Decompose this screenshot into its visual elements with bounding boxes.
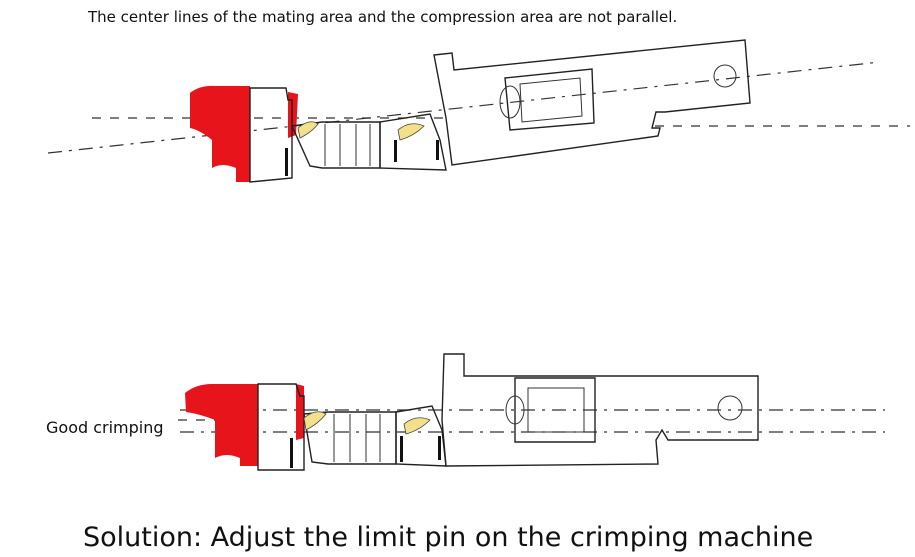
good-mating-body: [441, 353, 759, 467]
bad-strands-1: [297, 121, 319, 139]
bad-marker-2: [394, 140, 397, 162]
bad-mating-hole: [713, 64, 737, 88]
good-insulation-edge: [296, 384, 304, 440]
good-marker-1: [290, 438, 293, 468]
good-crimping-label: Good crimping: [46, 418, 164, 437]
solution-caption: Solution: Adjust the limit pin on the cr…: [83, 522, 814, 553]
good-mating-round-end: [505, 395, 525, 425]
good-insulation: [185, 384, 258, 466]
bad-conductor-crimp: [379, 113, 447, 171]
bad-mating-round-end: [499, 85, 521, 119]
good-mating-box-inner: [527, 387, 585, 433]
good-mating-box: [514, 377, 596, 443]
good-mating-hole: [717, 395, 743, 421]
bad-mating-box-inner: [519, 77, 583, 123]
bad-insulation: [190, 85, 250, 182]
bad-strands-2: [397, 123, 425, 141]
good-marker-3: [438, 436, 441, 460]
bad-marker-1: [285, 148, 288, 176]
top-caption: The center lines of the mating area and …: [88, 8, 678, 26]
bad-crimp-diagram: [47, 39, 910, 183]
bad-marker-3: [436, 140, 439, 160]
bad-mating-body: [433, 39, 751, 166]
bad-insulation-barrel: [249, 87, 293, 183]
good-strands-2: [403, 417, 431, 435]
bad-insulation-edge: [288, 92, 298, 138]
good-strands-1: [303, 411, 327, 431]
bad-mating-box: [504, 68, 595, 131]
good-insulation-barrel: [257, 383, 305, 471]
good-crimp-diagram: [178, 353, 885, 471]
good-marker-2: [400, 436, 403, 462]
bad-mating-centerline: [47, 61, 881, 154]
